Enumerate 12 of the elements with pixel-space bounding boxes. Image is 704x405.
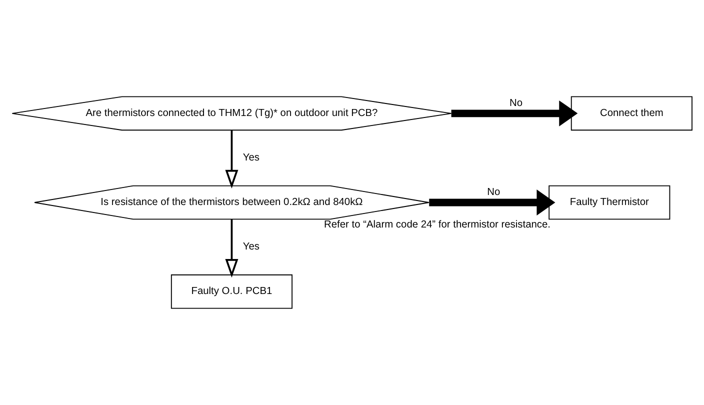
edge-label: Yes — [242, 242, 260, 253]
node-box: Faulty Thermistor — [548, 185, 670, 220]
edge-label: Yes — [242, 152, 260, 164]
arrow — [429, 190, 556, 216]
node-box: Connect them — [570, 96, 692, 131]
arrow — [451, 100, 578, 126]
edge-label: No — [510, 98, 523, 109]
edge-label: No — [487, 186, 500, 198]
arrow — [225, 130, 238, 188]
arrow — [225, 219, 238, 278]
node-box: Faulty O.U. PCB1 — [170, 274, 292, 309]
node-label: Refer to “Alarm code 24” for thermistor resistance. — [324, 219, 551, 230]
